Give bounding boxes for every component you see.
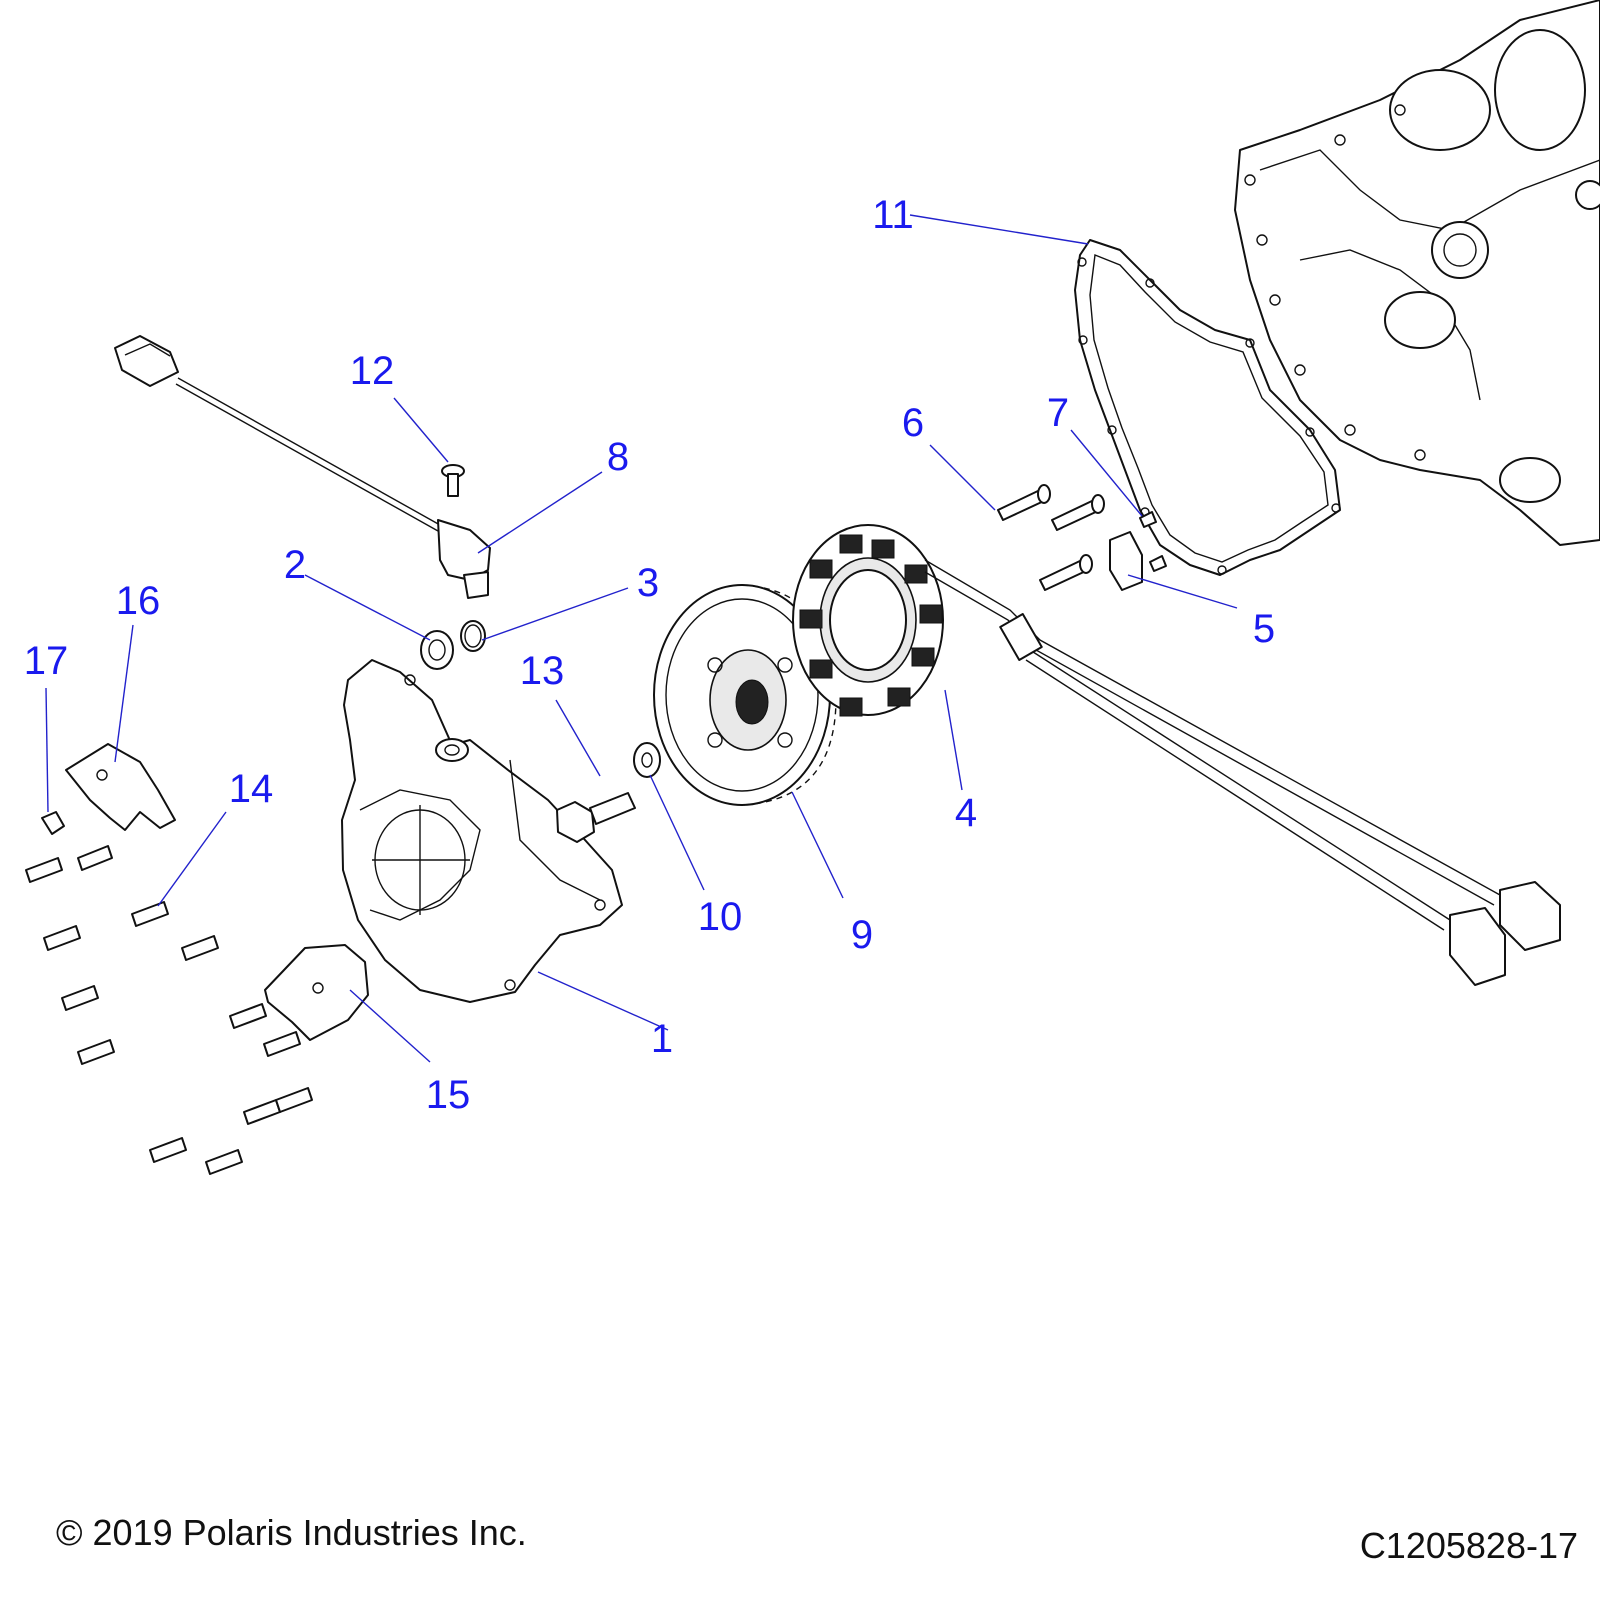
stator-wire-harness [924, 559, 1561, 986]
flywheel-bolt [556, 792, 636, 843]
bearing [420, 630, 454, 670]
callout-1: 1 [651, 1017, 673, 1061]
clamp-screws [1139, 511, 1167, 572]
callout-8: 8 [607, 435, 629, 479]
callout-14: 14 [229, 767, 274, 811]
retaining-ring [460, 620, 486, 652]
callout-17: 17 [24, 639, 69, 683]
mounting-bracket-lower [264, 944, 369, 1041]
leader-lines [45, 214, 1238, 1063]
callout-15: 15 [426, 1073, 471, 1117]
harness-clip [41, 811, 65, 835]
flywheel-washer [633, 742, 661, 778]
callout-9: 9 [851, 913, 873, 957]
callout-10: 10 [698, 895, 743, 939]
callout-4: 4 [955, 791, 977, 835]
stator-cover [341, 659, 623, 1003]
callout-12: 12 [350, 349, 395, 393]
cover-bolts [25, 845, 313, 1175]
stator [792, 524, 944, 717]
callout-7: 7 [1047, 391, 1069, 435]
callout-5: 5 [1253, 607, 1275, 651]
callout-6: 6 [902, 401, 924, 445]
copyright-notice: © 2019 Polaris Industries Inc. [56, 1512, 527, 1553]
callout-labels: 1 2 3 4 5 6 7 8 9 10 11 12 13 14 15 16 1… [24, 193, 1275, 1117]
speed-sensor-harness [114, 335, 491, 599]
callout-11: 11 [872, 193, 914, 237]
wire-clamp-plate [1109, 531, 1143, 591]
drawing-number: C1205828-17 [1359, 1525, 1578, 1566]
cover-gasket [1074, 239, 1341, 576]
crankcase [1234, 0, 1600, 546]
callout-3: 3 [637, 561, 659, 605]
callout-13: 13 [520, 649, 565, 693]
callout-16: 16 [116, 579, 161, 623]
stator-bolts [997, 484, 1105, 591]
callout-2: 2 [284, 543, 306, 587]
mounting-bracket-upper [65, 743, 176, 831]
flywheel [653, 584, 837, 806]
sensor-bolt [441, 464, 465, 497]
